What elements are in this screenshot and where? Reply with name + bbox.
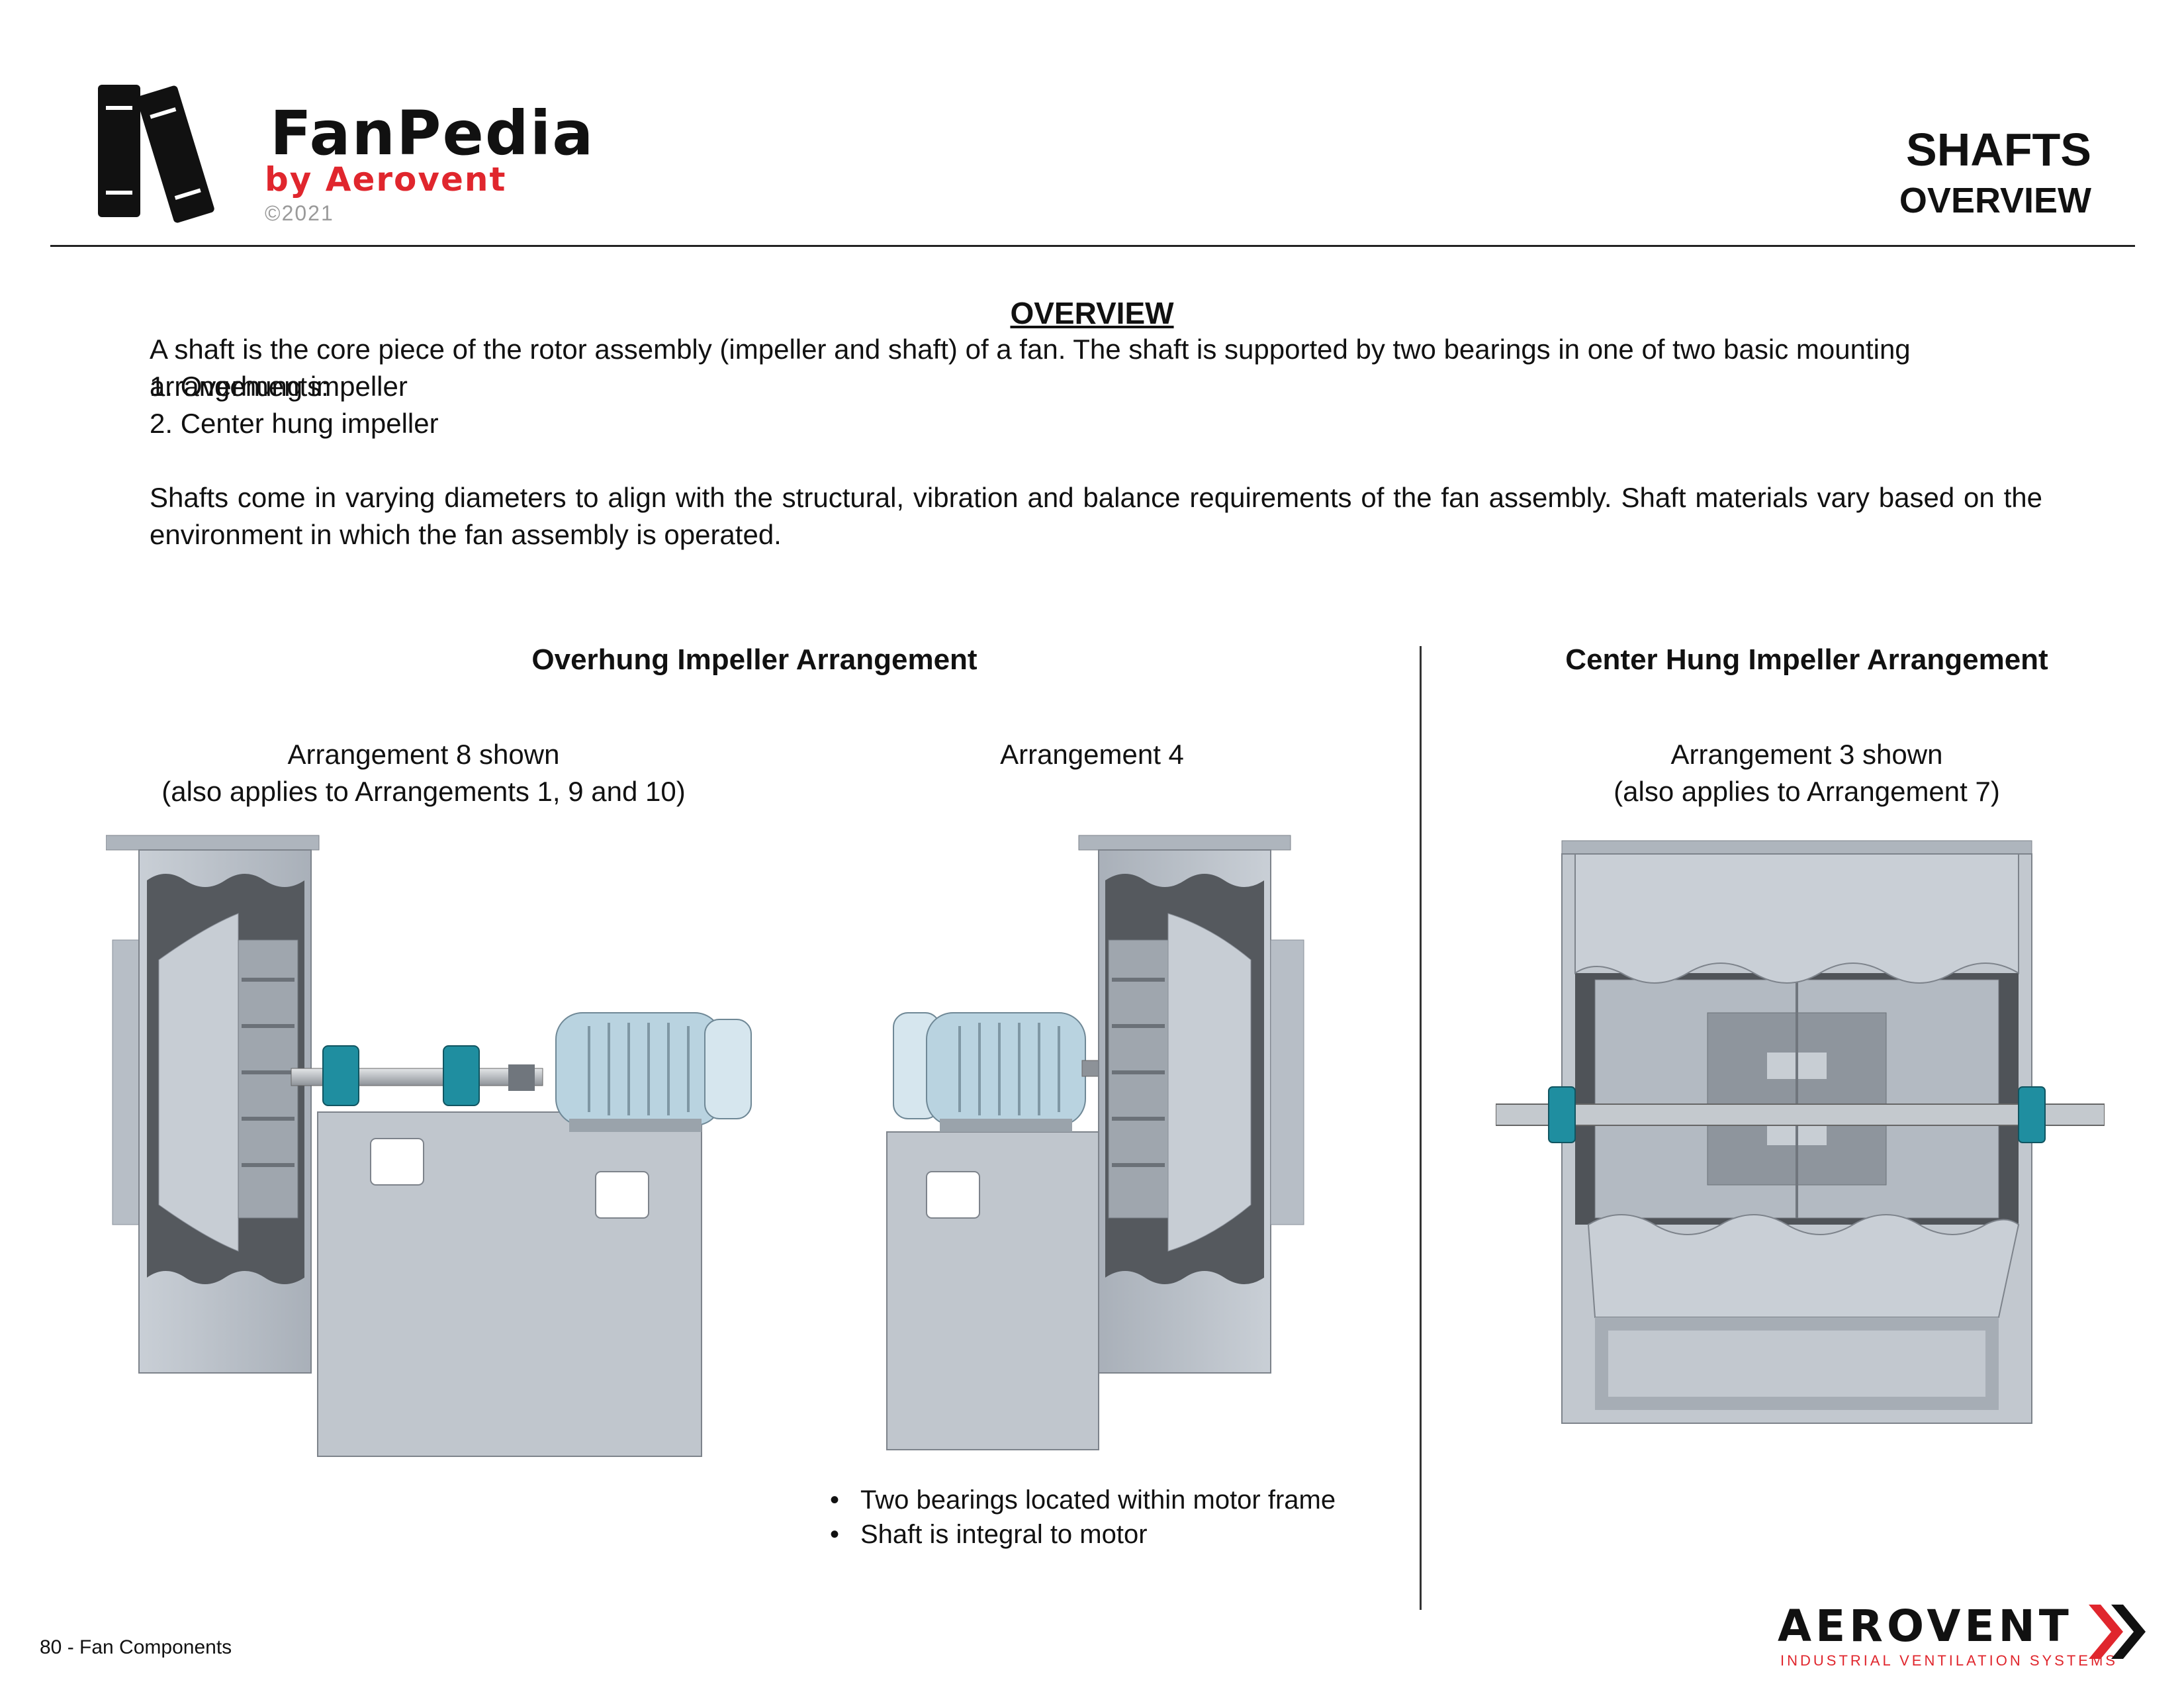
overhung-section-title: Overhung Impeller Arrangement [531, 643, 978, 676]
arrangement-8-fan-illustration [106, 835, 752, 1457]
brand-tagline: INDUSTRIAL VENTILATION SYSTEMS [1780, 1652, 2118, 1669]
arrangement-3-fan-illustration [1496, 840, 2105, 1424]
section-divider [1420, 646, 1422, 1610]
overview-intro: A shaft is the core piece of the rotor a… [150, 334, 1911, 402]
overview-heading: OVERVIEW [1010, 296, 1174, 330]
page-subtitle: OVERVIEW [1899, 181, 2091, 220]
arrangement-4-caption: Arrangement 4 [1000, 739, 1184, 770]
bullet-item: Two bearings located within motor frame [827, 1483, 1336, 1517]
arrangement-4-bullet-list: Two bearings located within motor frame … [827, 1483, 1336, 1552]
overview-paragraph: Shafts come in varying diameters to alig… [150, 482, 2042, 550]
arrangement-8-caption: Arrangement 8 shown (also applies to Arr… [93, 736, 754, 810]
arrangement-3-caption-line2: (also applies to Arrangement 7) [1614, 776, 2000, 807]
header-divider [50, 245, 2135, 247]
arrangement-3-caption-line1: Arrangement 3 shown [1670, 739, 1943, 770]
page-title: SHAFTS [1906, 124, 2091, 175]
arrangement-8-caption-line2: (also applies to Arrangements 1, 9 and 1… [161, 776, 686, 807]
page-footer: 80 - Fan Components [40, 1636, 232, 1658]
arrangement-3-caption: Arrangement 3 shown (also applies to Arr… [1476, 736, 2138, 810]
bullet-item: Shaft is integral to motor [827, 1517, 1336, 1552]
brand-chevron-icon [2089, 1605, 2146, 1659]
logo-copyright: ©2021 [265, 201, 334, 225]
arrangement-4-fan-illustration [886, 835, 1304, 1450]
books-logo-icon [98, 85, 214, 223]
arrangement-8-caption-line1: Arrangement 8 shown [287, 739, 560, 770]
logo-byline: by Aerovent [265, 160, 507, 199]
center-hung-section-title: Center Hung Impeller Arrangement [1565, 643, 2048, 676]
overview-item-2: 2. Center hung impeller [150, 408, 439, 439]
brand-wordmark: AEROVENT [1778, 1601, 2073, 1652]
overview-item-1: 1. Overhung impeller [150, 371, 408, 402]
logo-title: FanPedia [270, 98, 595, 169]
